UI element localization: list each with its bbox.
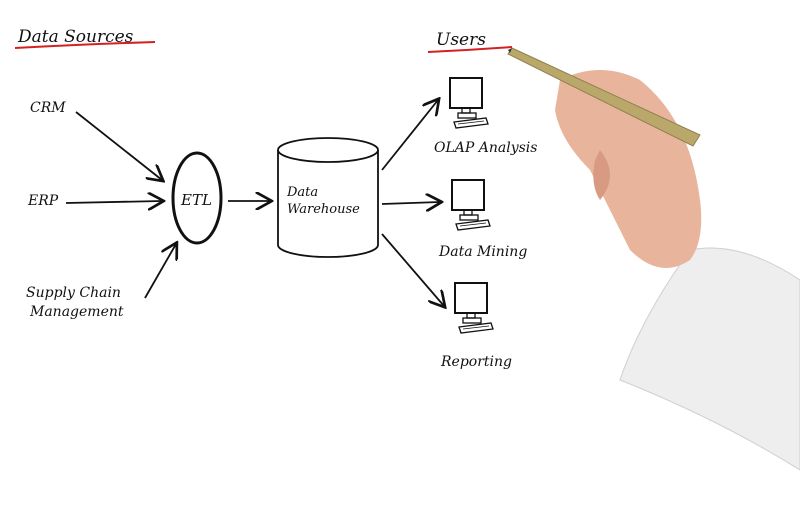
- etl-label: ETL: [180, 191, 212, 209]
- output-olap: OLAP Analysis: [434, 140, 537, 156]
- computer-icon: [449, 77, 489, 129]
- arrow-reporting: [381, 233, 444, 306]
- hand-with-pen-image: [507, 47, 800, 471]
- source-arrows: [65, 100, 444, 306]
- arrow-erp-etl: [65, 201, 162, 203]
- source-supply-chain: Supply Chain: [26, 285, 121, 301]
- users-underline: [427, 46, 513, 53]
- arrow-mining: [381, 202, 440, 204]
- source-erp: ERP: [27, 193, 59, 209]
- arrow-olap: [381, 100, 438, 171]
- source-supply-chain-line2: Management: [29, 304, 124, 320]
- output-data-mining: Data Mining: [438, 244, 527, 260]
- computer-icon: [454, 282, 494, 334]
- data-sources-underline: [14, 41, 156, 49]
- data-warehouse-node: Data Warehouse: [277, 137, 379, 258]
- users-heading: Users: [436, 30, 486, 50]
- arrow-crm-etl: [75, 111, 162, 180]
- warehouse-label-1: Data: [286, 185, 318, 200]
- arrow-scm-etl: [144, 244, 176, 299]
- etl-node: ETL: [171, 151, 223, 245]
- data-sources-heading: Data Sources: [17, 27, 134, 47]
- warehouse-label-2: Warehouse: [287, 202, 360, 217]
- computer-icon: [451, 179, 491, 231]
- source-crm: CRM: [30, 100, 66, 116]
- output-reporting: Reporting: [440, 354, 512, 370]
